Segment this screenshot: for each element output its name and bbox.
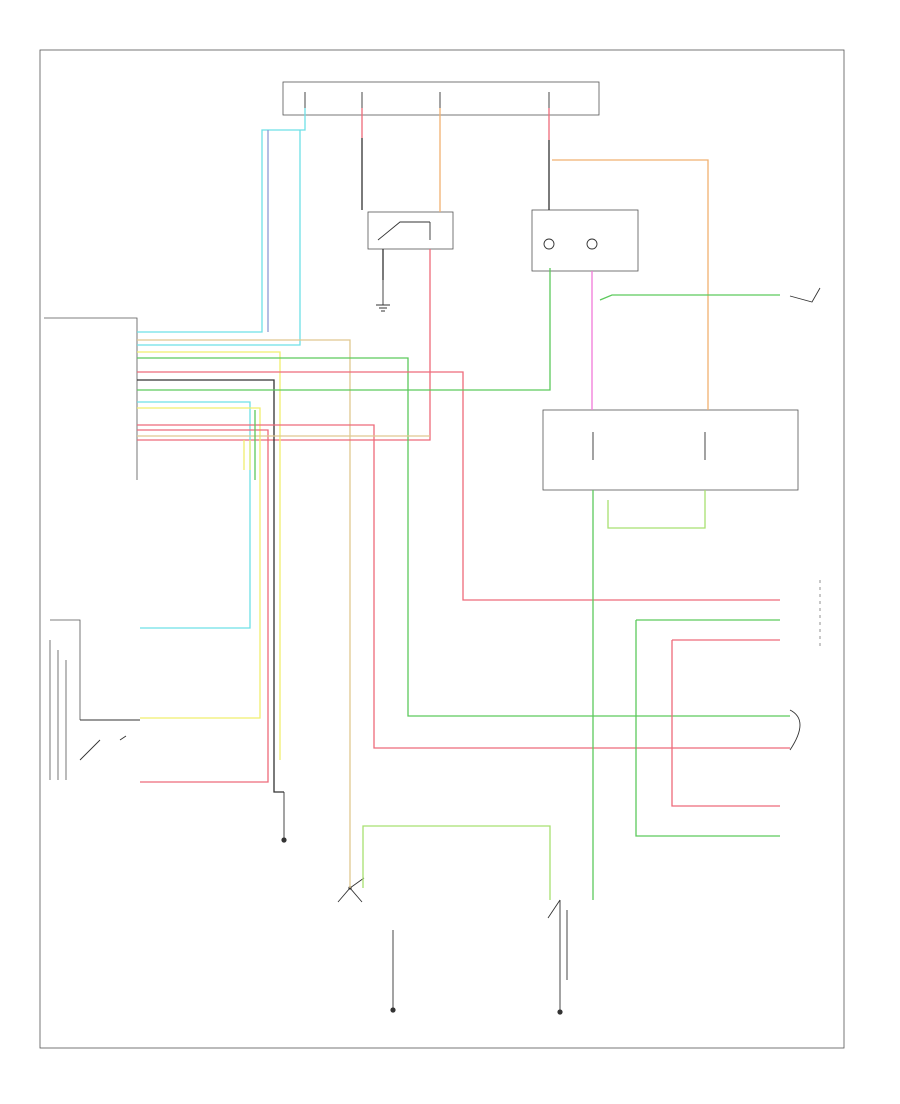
wire-yellow-9 xyxy=(137,351,281,760)
tcs-switch xyxy=(789,287,821,303)
wire-red-7 xyxy=(137,249,431,441)
brake-relay-contact xyxy=(377,221,431,241)
wire-green-13 xyxy=(137,268,551,391)
ground-mid xyxy=(281,792,287,843)
speed-sensor xyxy=(789,709,801,751)
brake-switch xyxy=(547,899,568,1015)
wire-orange-16 xyxy=(552,159,709,410)
fuse-panel xyxy=(282,81,600,116)
transmission-box xyxy=(542,409,799,491)
wire-green-26 xyxy=(635,619,780,837)
overdrive-switch-box xyxy=(531,209,639,272)
wire-green-23 xyxy=(599,294,780,301)
wire-yellow-29 xyxy=(243,440,251,470)
wire-cyan-17 xyxy=(137,401,251,629)
ignition-switch xyxy=(337,877,365,903)
wire-lime-25 xyxy=(607,490,706,529)
wire-red-20 xyxy=(137,429,269,783)
mlps-box xyxy=(49,619,81,780)
wire-black-12 xyxy=(137,379,284,793)
wire-red-27 xyxy=(671,639,780,807)
wire-tan-3 xyxy=(137,339,351,888)
pcm-box xyxy=(44,317,138,480)
wire-cyan-0 xyxy=(137,108,306,333)
ground-left xyxy=(376,280,390,312)
wire-red-11 xyxy=(137,371,780,601)
wire-yellow-18 xyxy=(137,407,261,719)
wires xyxy=(137,108,790,900)
ground-right xyxy=(390,930,396,1013)
diagram-border xyxy=(39,49,845,1049)
wire-cyan-2 xyxy=(137,130,301,346)
brake-relay-box xyxy=(367,211,454,250)
wire-lime-28 xyxy=(362,825,551,900)
wire-green-10 xyxy=(137,357,790,717)
